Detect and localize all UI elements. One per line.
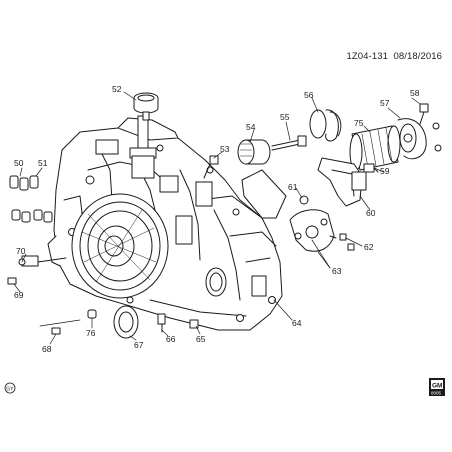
callout-62: 62 xyxy=(364,242,374,252)
converter-housing xyxy=(71,193,169,299)
parts-50-51-plugs xyxy=(9,175,53,223)
callout-63: 63 xyxy=(332,266,342,276)
gm-logo-text: GM xyxy=(432,383,442,390)
callout-76: 76 xyxy=(86,328,96,338)
footer-left-mark: GY xyxy=(4,382,16,394)
svg-text:GY: GY xyxy=(6,387,14,393)
callout-54: 54 xyxy=(246,122,256,132)
callout-69: 69 xyxy=(14,290,24,300)
part-53-bolt xyxy=(203,155,219,179)
part-64-strap xyxy=(241,169,287,219)
part-69-bolt xyxy=(7,277,17,285)
part-75-filter xyxy=(349,125,401,171)
part-60-bracket xyxy=(317,157,367,207)
diagram-date: 08/18/2016 xyxy=(393,51,442,62)
callout-52: 52 xyxy=(112,84,122,94)
callout-55: 55 xyxy=(280,112,290,122)
callout-64: 64 xyxy=(292,318,302,328)
part-62-bolts xyxy=(329,233,355,251)
part-52-cap xyxy=(133,92,159,121)
part-65-bolt xyxy=(189,319,199,329)
callout-66: 66 xyxy=(166,334,176,344)
diagram-code: 1Z04-131 xyxy=(346,51,388,62)
part-76-plug xyxy=(87,309,97,319)
part-70-sensor xyxy=(18,255,67,267)
part-68-screw xyxy=(51,327,61,335)
part-67-seal xyxy=(113,305,139,339)
callout-60: 60 xyxy=(366,208,376,218)
callout-51: 51 xyxy=(38,158,48,168)
gm-logo: GM 8005 xyxy=(429,378,445,396)
callout-65: 65 xyxy=(196,334,206,344)
callout-59: 59 xyxy=(380,166,390,176)
callout-61: 61 xyxy=(288,182,298,192)
callout-58: 58 xyxy=(410,88,420,98)
gm-logo-subtext: 8005 xyxy=(431,391,442,396)
callout-56: 56 xyxy=(304,90,314,100)
part-56-seal xyxy=(309,109,342,142)
part-63-bracket xyxy=(289,209,335,252)
part-66-bolt xyxy=(157,313,166,333)
callout-68: 68 xyxy=(42,344,52,354)
side-cover xyxy=(205,267,227,297)
callout-70: 70 xyxy=(16,246,26,256)
callout-53: 53 xyxy=(220,144,230,154)
leader-lines xyxy=(13,91,421,345)
callout-67: 67 xyxy=(134,340,144,350)
callout-75: 75 xyxy=(354,118,364,128)
part-58-bolt xyxy=(419,103,442,152)
callout-57: 57 xyxy=(380,98,390,108)
part-57-cover xyxy=(397,118,427,160)
part-54-filter xyxy=(237,139,271,165)
diagram-header: 1Z04-131 08/18/2016 xyxy=(347,51,443,62)
center-shaft xyxy=(129,115,157,179)
callout-50: 50 xyxy=(14,158,24,168)
part-55-bolt xyxy=(271,135,307,151)
